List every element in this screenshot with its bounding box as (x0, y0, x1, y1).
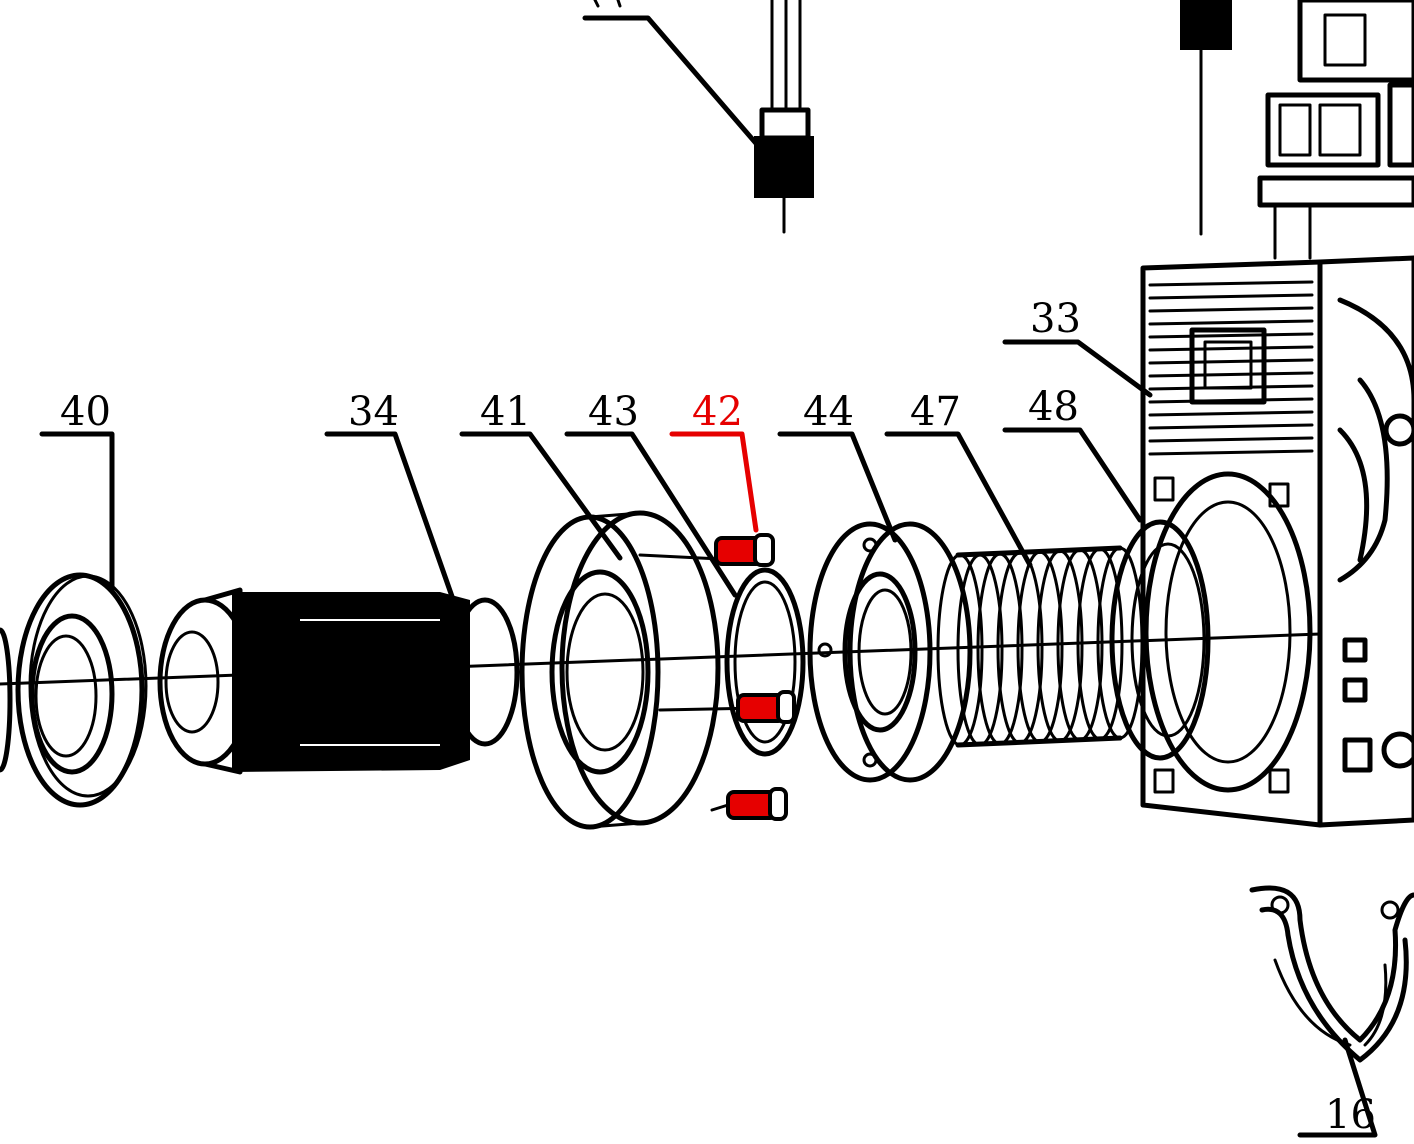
callout-44-label: 44 (803, 389, 854, 435)
callout-48-label: 48 (1028, 384, 1079, 430)
callout-41-label: 41 (480, 389, 531, 435)
part-44-mount-flange (807, 521, 973, 783)
part-48-gasket (1109, 519, 1211, 761)
callout-40-label: 40 (60, 389, 111, 435)
callout-43-label: 43 (588, 389, 639, 435)
screw-2 (736, 690, 796, 724)
part-47-spring (936, 545, 1144, 748)
main-housing (1140, 255, 1414, 828)
callout-42-label: 42 (692, 389, 743, 435)
part-43-oring (724, 567, 806, 757)
bottom-bracket (1249, 885, 1414, 1063)
callout-16-label: 16 (1325, 1092, 1376, 1138)
part-34-rotor (157, 587, 520, 775)
callout-labels: 40 34 41 43 42 44 47 48 33 16 (60, 296, 1376, 1138)
screw-3 (726, 787, 788, 821)
part-40-bearing (0, 572, 148, 808)
housing-fins (1148, 280, 1314, 456)
top-right-connector (1180, 0, 1414, 260)
part-41-flange (519, 510, 762, 830)
part-42-screws (710, 533, 796, 821)
callout-33-label: 33 (1030, 296, 1081, 342)
callout-leaders (39, 339, 1378, 1138)
screw-1 (714, 533, 775, 567)
callout-34-label: 34 (348, 389, 399, 435)
top-rod-assembly (582, 0, 814, 234)
callout-47-label: 47 (910, 389, 961, 435)
